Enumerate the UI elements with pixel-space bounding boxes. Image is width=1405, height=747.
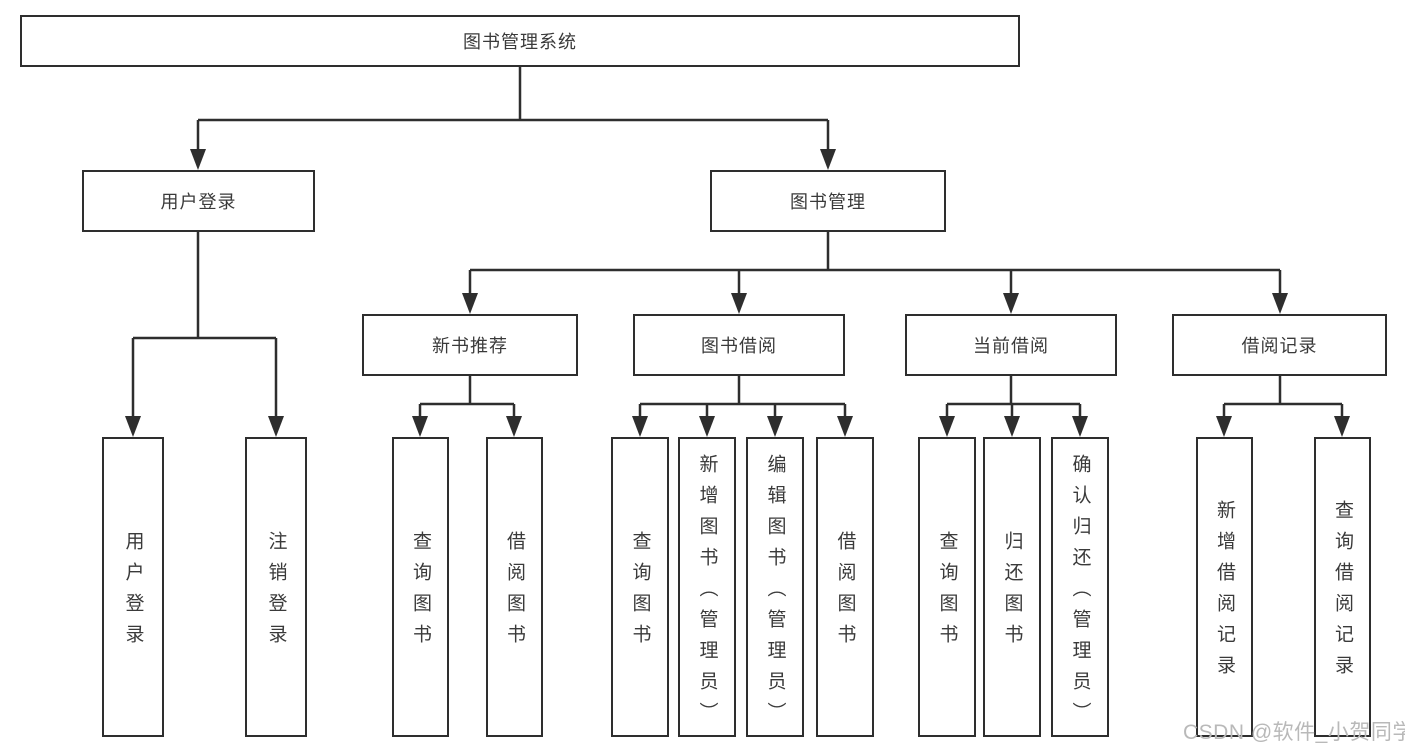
leaf-borrow-books: 借阅图书: [816, 437, 874, 737]
leaf-label: 编辑图书（管理员）: [764, 453, 786, 733]
leaf-query-borrow-record: 查询借阅记录: [1314, 437, 1371, 737]
leaf-query-books: 查询图书: [392, 437, 449, 737]
leaf-label: 新增图书（管理员）: [696, 453, 718, 733]
node-current-borrow: 当前借阅: [905, 314, 1117, 376]
leaf-label: 归还图书: [1001, 531, 1023, 655]
leaf-logout: 注销登录: [245, 437, 307, 737]
leaf-borrow-books: 借阅图书: [486, 437, 543, 737]
leaf-label: 查询借阅记录: [1332, 500, 1353, 686]
leaf-edit-books-admin: 编辑图书（管理员）: [746, 437, 804, 737]
leaf-return-books: 归还图书: [983, 437, 1041, 737]
connector-root-to-level2: [190, 67, 836, 170]
csdn-watermark: CSDN @软件_小贺同学: [1183, 721, 1405, 744]
leaf-add-borrow-record: 新增借阅记录: [1196, 437, 1253, 737]
connector-book-borrow-to-leaves: [632, 376, 853, 437]
leaf-label: 查询图书: [629, 531, 651, 655]
node-new-book-recommend: 新书推荐: [362, 314, 578, 376]
leaf-label: 确认归还（管理员）: [1069, 453, 1091, 733]
connector-new-book-recommend-to-leaves: [412, 376, 522, 437]
leaf-label: 用户登录: [122, 531, 144, 655]
leaf-add-books-admin: 新增图书（管理员）: [678, 437, 736, 737]
node-user-login: 用户登录: [82, 170, 315, 232]
node-library-management-system: 图书管理系统: [20, 15, 1020, 67]
leaf-label: 借阅图书: [834, 531, 856, 655]
leaf-label: 查询图书: [410, 531, 431, 655]
leaf-label: 查询图书: [936, 531, 958, 655]
node-borrow-records: 借阅记录: [1172, 314, 1387, 376]
connector-book-management-to-level3: [462, 232, 1288, 314]
connector-current-borrow-to-leaves: [939, 376, 1088, 437]
leaf-label: 注销登录: [265, 531, 287, 655]
connector-borrow-records-to-leaves: [1216, 376, 1350, 437]
leaf-query-books: 查询图书: [611, 437, 669, 737]
connector-user-login-to-leaves: [125, 232, 284, 437]
node-book-management: 图书管理: [710, 170, 946, 232]
leaf-user-login: 用户登录: [102, 437, 164, 737]
leaf-label: 新增借阅记录: [1214, 500, 1235, 686]
leaf-confirm-return-admin: 确认归还（管理员）: [1051, 437, 1109, 737]
leaf-query-books: 查询图书: [918, 437, 976, 737]
leaf-label: 借阅图书: [504, 531, 525, 655]
node-book-borrow: 图书借阅: [633, 314, 845, 376]
